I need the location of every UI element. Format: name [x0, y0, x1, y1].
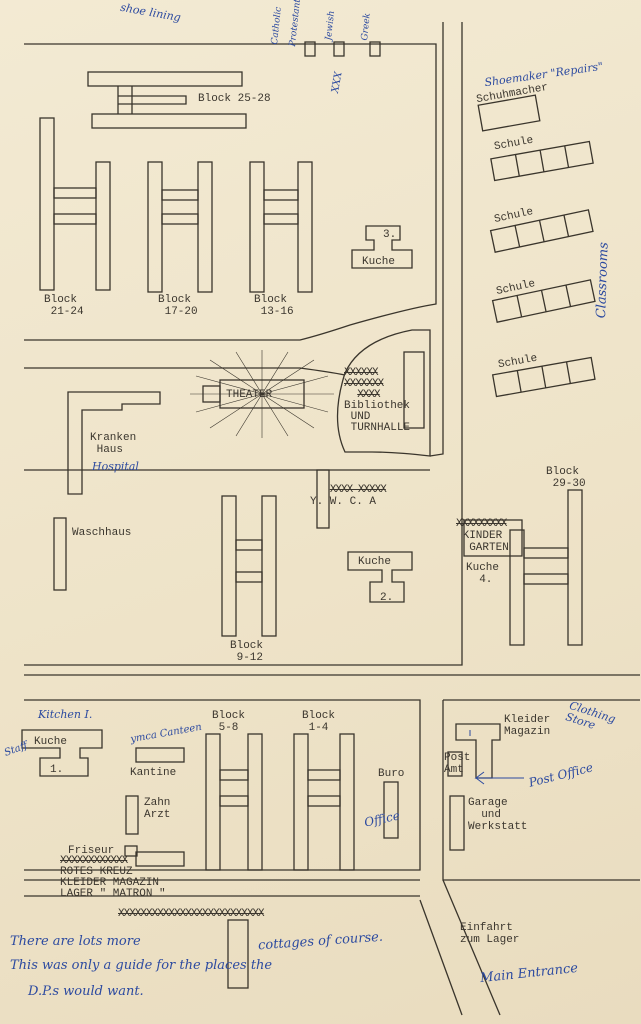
top-checkboxes [304, 41, 381, 57]
kuche-2-number: 2. [380, 592, 394, 604]
kuche-3-number: 3. [383, 229, 397, 241]
zahn-arzt-building [125, 795, 139, 835]
rotes-kreuz-label: XXXXXXXXXXXX ROTES KREUZ KLEIDER MAGAZIN… [60, 855, 166, 900]
bottom-building [227, 919, 249, 989]
theater-rays [190, 350, 334, 438]
theater-label: THEATER [226, 389, 273, 401]
h-block-1-4 [293, 733, 355, 871]
kuche-4-label: Kuche 4. [466, 562, 500, 586]
ywca-building [316, 469, 330, 529]
waschhaus-label: Waschhaus [72, 527, 132, 539]
h-block-13-16 [249, 161, 313, 293]
block-1-4-label: Block 1-4 [302, 710, 336, 734]
schule-2 [489, 209, 594, 253]
bottom-note-line-4: D.P.s would want. [28, 984, 144, 999]
bibliothek-building [403, 351, 425, 429]
buro-label: Buro [378, 768, 405, 780]
road-bottom [24, 879, 501, 1016]
kuche-3-building [351, 225, 413, 269]
schule-3 [491, 279, 596, 323]
waschhaus-building [53, 517, 67, 591]
road-outline [24, 43, 437, 341]
block-17-20-label: Block 17-20 [158, 294, 198, 318]
kindergarten-building [463, 519, 523, 557]
road-middle-top [24, 367, 346, 376]
kitchen-note: Kitchen I. [38, 708, 93, 721]
kantine-label: Kantine [130, 767, 177, 779]
friseur-building [124, 845, 138, 857]
garage-building [449, 795, 465, 851]
post-office-arrow [474, 771, 524, 785]
classrooms-note: Classrooms [594, 241, 612, 319]
block-5-8-label: Block 5-8 [212, 710, 246, 734]
bottom-strike-text: XXXXXXXXXXXXXXXXXXXXXXXXXX [118, 908, 265, 920]
bottom-note-line-3: This was only a guide for the places the [10, 958, 273, 973]
post-amt-building [447, 751, 463, 777]
kantine-building [135, 747, 185, 763]
block-9-12-label: Block 9-12 [230, 640, 264, 664]
schule-4 [491, 356, 596, 398]
h-block-9-12 [221, 495, 277, 637]
h-block-21-24 [39, 117, 111, 291]
kuche-1-building [21, 729, 103, 777]
h-block-29-30 [509, 489, 583, 646]
kleider-lager-building [135, 851, 185, 867]
kuche-1-label: Kuche [34, 736, 68, 748]
h-block-5-8 [205, 733, 263, 871]
kuche-2-building [347, 551, 413, 603]
kindergarten-label: XXXXXXXXX KINDER GARTEN [456, 518, 509, 554]
block-25-28-bottom [91, 113, 247, 129]
buro-building [383, 781, 399, 839]
kuche-1-number: 1. [50, 764, 64, 776]
hospital-note: Hospital [92, 460, 139, 473]
friseur-label: Friseur [68, 845, 115, 857]
block-25-28-label: Block 25-28 [198, 93, 271, 105]
kuche-2-label: Kuche [358, 556, 392, 568]
block-13-16-label: Block 13-16 [254, 294, 294, 318]
kuche-3-label: Kuche [362, 256, 396, 268]
krankenhaus-building [67, 391, 161, 495]
road-right-edge [24, 22, 463, 666]
block-21-24-label: Block 21-24 [44, 294, 84, 318]
bibliothek-label: XXXXXX XXXXXXX XXXX Bibliothek UND TURNH… [344, 367, 411, 434]
h-block-17-20 [147, 161, 213, 293]
block-25-28-mid [117, 86, 187, 114]
kranken-haus-label: Kranken Haus [90, 432, 137, 456]
bottom-note-line-1: There are lots more [10, 934, 141, 949]
schule-1 [490, 140, 594, 182]
block-25-28-top [87, 71, 243, 87]
block-29-30-label: Block 29-30 [546, 466, 586, 490]
road-ring [336, 329, 431, 457]
road-right-edge-2 [429, 22, 444, 457]
schuhmacher-building [477, 94, 541, 132]
road-h-lower [24, 699, 421, 871]
